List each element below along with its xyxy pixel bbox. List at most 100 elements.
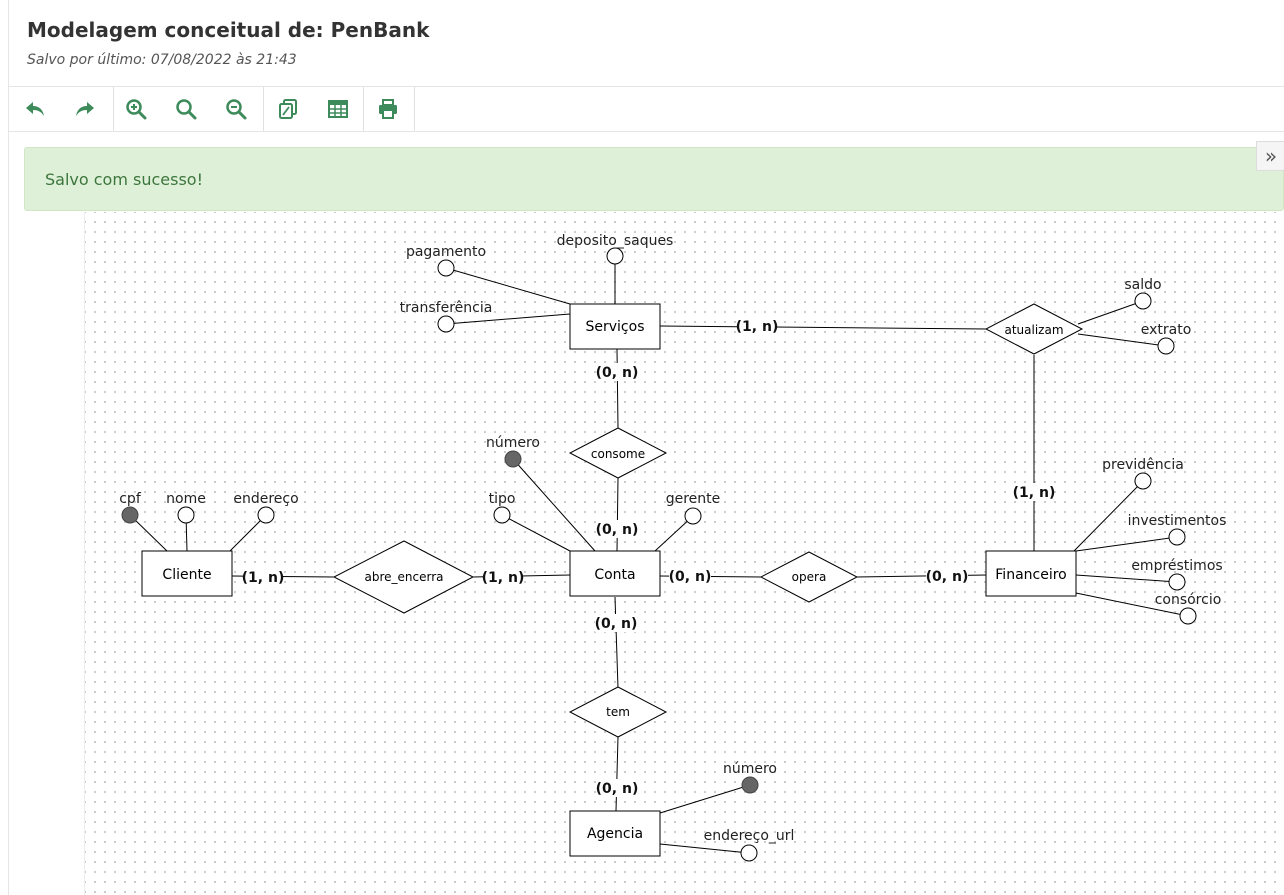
attribute-gerente[interactable]: gerente [666, 491, 721, 525]
attribute-endereco[interactable]: endereço [233, 491, 299, 524]
zoom-reset-icon [176, 99, 197, 120]
attribute-saldo[interactable]: saldo [1124, 277, 1162, 310]
attribute-numero-conta-key[interactable]: número [486, 435, 540, 468]
cardinality-conta-opera: (0, n) [669, 567, 712, 585]
double-chevron-right-icon: » [1264, 144, 1278, 168]
history-group [9, 87, 114, 131]
attribute-endereco-url[interactable]: endereço_url [704, 828, 795, 862]
left-sidebar-edge [0, 0, 9, 895]
cardinality-atualizam-financeiro: (1, n) [1013, 483, 1056, 501]
relationship-abre-encerra-label: abre_encerra [364, 570, 443, 584]
relationship-atualizam[interactable]: atualizam [984, 303, 1084, 355]
entity-servicos-label: Serviços [586, 319, 645, 335]
cardinality-tem-agencia: (0, n) [596, 779, 639, 797]
zoom-group [113, 87, 264, 131]
relationship-consome[interactable]: consome [568, 427, 668, 479]
undo-button[interactable] [20, 95, 50, 123]
relationship-opera[interactable]: opera [759, 551, 859, 603]
attribute-emprestimos[interactable]: empréstimos [1131, 558, 1223, 591]
cardinality-consome-conta: (0, n) [596, 520, 639, 538]
diagram-canvas[interactable]: Serviços Cliente Conta Financeiro Agenci… [84, 212, 1284, 895]
attribute-numero-agencia-label: número [723, 761, 777, 777]
er-diagram: Serviços Cliente Conta Financeiro Agenci… [119, 233, 1227, 862]
entity-cliente[interactable]: Cliente [141, 550, 233, 597]
print-icon [379, 99, 397, 119]
entity-agencia[interactable]: Agencia [569, 810, 661, 857]
attribute-previdencia[interactable]: previdência [1102, 457, 1184, 490]
print-group [363, 87, 415, 131]
attribute-deposito-saques[interactable]: deposito_saques [557, 233, 674, 265]
attribute-tipo[interactable]: tipo [489, 491, 516, 524]
attribute-saldo-label: saldo [1124, 277, 1161, 293]
attribute-pagamento[interactable]: pagamento [406, 244, 486, 277]
attribute-nome-label: nome [166, 491, 206, 507]
attribute-numero-conta-label: número [486, 435, 540, 451]
entity-agencia-label: Agencia [587, 826, 643, 842]
zoom-out-button[interactable] [221, 95, 251, 123]
zoom-reset-button[interactable] [171, 95, 201, 123]
cardinality-abre-conta: (1, n) [482, 568, 525, 586]
cardinality-tem-agencia-text: (0, n) [596, 781, 639, 797]
entity-financeiro[interactable]: Financeiro [985, 550, 1077, 597]
toolbar [9, 87, 1284, 132]
attribute-nome[interactable]: nome [166, 491, 206, 524]
last-saved-text: Salvo por último: 07/08/2022 às 21:43 [27, 52, 297, 68]
attribute-numero-agencia-key[interactable]: número [723, 761, 777, 794]
attribute-extrato-label: extrato [1141, 322, 1192, 338]
entity-conta-label: Conta [594, 567, 635, 583]
attribute-investimentos[interactable]: investimentos [1128, 513, 1227, 546]
attribute-pagamento-label: pagamento [406, 244, 486, 260]
cardinality-servicos-consome-text: (0, n) [596, 365, 639, 381]
attribute-extrato[interactable]: extrato [1141, 322, 1192, 355]
zoom-in-button[interactable] [121, 95, 151, 123]
table-button[interactable] [323, 95, 353, 123]
cardinality-servicos-atualizam-text: (1, n) [736, 319, 779, 335]
cardinality-conta-tem: (0, n) [595, 614, 638, 632]
attribute-endereco-url-label: endereço_url [704, 828, 795, 844]
attribute-gerente-label: gerente [666, 491, 721, 507]
cardinality-atualizam-financeiro-text: (1, n) [1013, 485, 1056, 501]
zoom-out-icon [226, 99, 247, 120]
relationship-consome-label: consome [591, 447, 645, 461]
undo-icon [26, 102, 44, 116]
zoom-in-icon [126, 99, 147, 120]
expand-panel-button[interactable]: » [1256, 141, 1284, 171]
cardinality-opera-financeiro: (0, n) [926, 567, 969, 585]
entity-conta[interactable]: Conta [569, 550, 661, 597]
table-icon [328, 100, 348, 118]
cardinality-abre-conta-text: (1, n) [482, 570, 525, 586]
attribute-tipo-label: tipo [489, 491, 516, 507]
attribute-cpf-key[interactable]: cpf [119, 491, 142, 524]
attribute-consorcio-label: consórcio [1155, 592, 1222, 608]
cardinality-servicos-consome: (0, n) [596, 363, 639, 381]
cardinality-cliente-abre-text: (1, n) [242, 570, 285, 586]
cardinality-opera-financeiro-text: (0, n) [926, 569, 969, 585]
relationship-atualizam-label: atualizam [1004, 323, 1063, 337]
cardinality-consome-conta-text: (0, n) [596, 522, 639, 538]
attribute-cpf-label: cpf [119, 491, 142, 507]
relationship-tem[interactable]: tem [568, 686, 668, 738]
duplicate-button[interactable] [273, 95, 303, 123]
success-alert: Salvo com sucesso! [24, 147, 1284, 211]
print-button[interactable] [373, 95, 403, 123]
entity-cliente-label: Cliente [162, 567, 211, 583]
redo-icon [76, 102, 94, 116]
cardinality-cliente-abre: (1, n) [242, 568, 285, 586]
attribute-transferencia[interactable]: transferência [400, 300, 493, 333]
relationship-abre-encerra[interactable]: abre_encerra [332, 540, 475, 614]
page-title: Modelagem conceitual de: PenBank [27, 18, 430, 42]
attribute-consorcio[interactable]: consórcio [1155, 592, 1222, 625]
entity-financeiro-label: Financeiro [995, 567, 1066, 583]
attribute-previdencia-label: previdência [1102, 457, 1184, 473]
cardinality-conta-opera-text: (0, n) [669, 569, 712, 585]
cardinality-conta-tem-text: (0, n) [595, 616, 638, 632]
edit-group [263, 87, 364, 131]
attribute-emprestimos-label: empréstimos [1131, 558, 1222, 574]
attribute-deposito-saques-label: deposito_saques [557, 233, 674, 249]
attribute-transferencia-label: transferência [400, 300, 493, 316]
duplicate-icon [279, 99, 297, 119]
attribute-investimentos-label: investimentos [1128, 513, 1227, 529]
redo-button[interactable] [70, 95, 100, 123]
cardinality-servicos-atualizam: (1, n) [736, 317, 779, 335]
entity-servicos[interactable]: Serviços [569, 303, 661, 350]
